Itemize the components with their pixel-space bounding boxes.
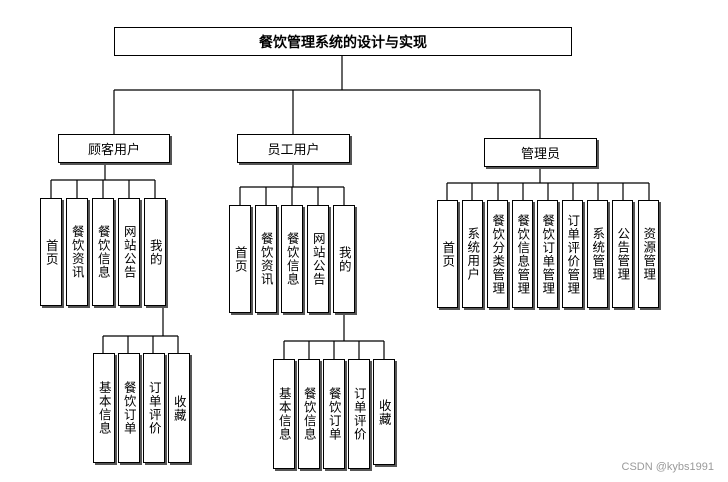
- staff-sub-item-label: 餐饮信息: [301, 387, 317, 441]
- admin-item: 系统用户: [462, 200, 483, 308]
- customer-sub-item-label: 订单评价: [146, 381, 162, 435]
- customer-item: 餐饮信息: [92, 198, 114, 306]
- admin-item-label: 餐饮分类管理: [490, 213, 506, 295]
- staff-sub-item-label: 基本信息: [276, 387, 292, 441]
- staff-item: 餐饮信息: [281, 205, 303, 313]
- customer-item-label: 首页: [43, 238, 59, 266]
- role-customer: 顾客用户: [58, 134, 170, 163]
- admin-item: 餐饮信息管理: [512, 200, 533, 308]
- customer-item: 首页: [40, 198, 62, 306]
- staff-sub-item: 餐饮订单: [323, 359, 345, 469]
- customer-sub-item-label: 收藏: [171, 394, 187, 422]
- staff-item-label: 网站公告: [310, 232, 326, 286]
- admin-item: 公告管理: [612, 200, 633, 308]
- customer-sub-item: 收藏: [168, 353, 190, 463]
- customer-sub-item: 基本信息: [93, 353, 115, 463]
- admin-item-label: 首页: [440, 240, 456, 268]
- role-admin-label: 管理员: [520, 147, 560, 162]
- customer-item-label: 餐饮资讯: [69, 225, 85, 279]
- customer-sub-item: 订单评价: [143, 353, 165, 463]
- role-staff: 员工用户: [237, 134, 350, 163]
- admin-item-label: 系统管理: [590, 227, 606, 281]
- staff-item-label: 餐饮资讯: [258, 232, 274, 286]
- admin-item-label: 餐饮订单管理: [540, 213, 556, 295]
- staff-sub-item: 订单评价: [348, 359, 370, 469]
- role-admin: 管理员: [484, 138, 597, 167]
- customer-sub-item-label: 基本信息: [96, 381, 112, 435]
- customer-item: 餐饮资讯: [66, 198, 88, 306]
- customer-item-label: 餐饮信息: [95, 225, 111, 279]
- role-staff-label: 员工用户: [267, 143, 320, 158]
- role-customer-label: 顾客用户: [87, 143, 140, 158]
- admin-item-label: 订单评价管理: [565, 213, 581, 295]
- diagram-title-text: 餐饮管理系统的设计与实现: [259, 34, 427, 51]
- customer-item: 网站公告: [118, 198, 140, 306]
- admin-item: 首页: [437, 200, 458, 308]
- admin-item-label: 餐饮信息管理: [515, 213, 531, 295]
- admin-item: 订单评价管理: [562, 200, 583, 308]
- admin-item: 餐饮分类管理: [487, 200, 508, 308]
- staff-item: 我的: [333, 205, 355, 313]
- admin-item-label: 资源管理: [641, 227, 657, 281]
- staff-sub-item: 餐饮信息: [298, 359, 320, 469]
- staff-sub-item: 收藏: [373, 359, 395, 465]
- customer-sub-item: 餐饮订单: [118, 353, 140, 463]
- staff-sub-item: 基本信息: [273, 359, 295, 469]
- admin-item: 资源管理: [638, 200, 659, 308]
- admin-item: 系统管理: [587, 200, 608, 308]
- customer-item: 我的: [144, 198, 166, 306]
- staff-item-label: 首页: [232, 245, 248, 273]
- staff-item: 网站公告: [307, 205, 329, 313]
- staff-item: 首页: [229, 205, 251, 313]
- watermark: CSDN @kybs1991: [621, 461, 714, 473]
- customer-item-label: 网站公告: [121, 225, 137, 279]
- admin-item: 餐饮订单管理: [537, 200, 558, 308]
- staff-sub-item-label: 订单评价: [351, 387, 367, 441]
- customer-item-label: 我的: [147, 238, 163, 266]
- admin-item-label: 系统用户: [465, 227, 481, 281]
- staff-item: 餐饮资讯: [255, 205, 277, 313]
- diagram-title: 餐饮管理系统的设计与实现: [114, 27, 572, 56]
- staff-item-label: 我的: [336, 245, 352, 273]
- staff-sub-item-label: 收藏: [376, 398, 392, 426]
- staff-item-label: 餐饮信息: [284, 232, 300, 286]
- customer-sub-item-label: 餐饮订单: [121, 381, 137, 435]
- admin-item-label: 公告管理: [615, 227, 631, 281]
- staff-sub-item-label: 餐饮订单: [326, 387, 342, 441]
